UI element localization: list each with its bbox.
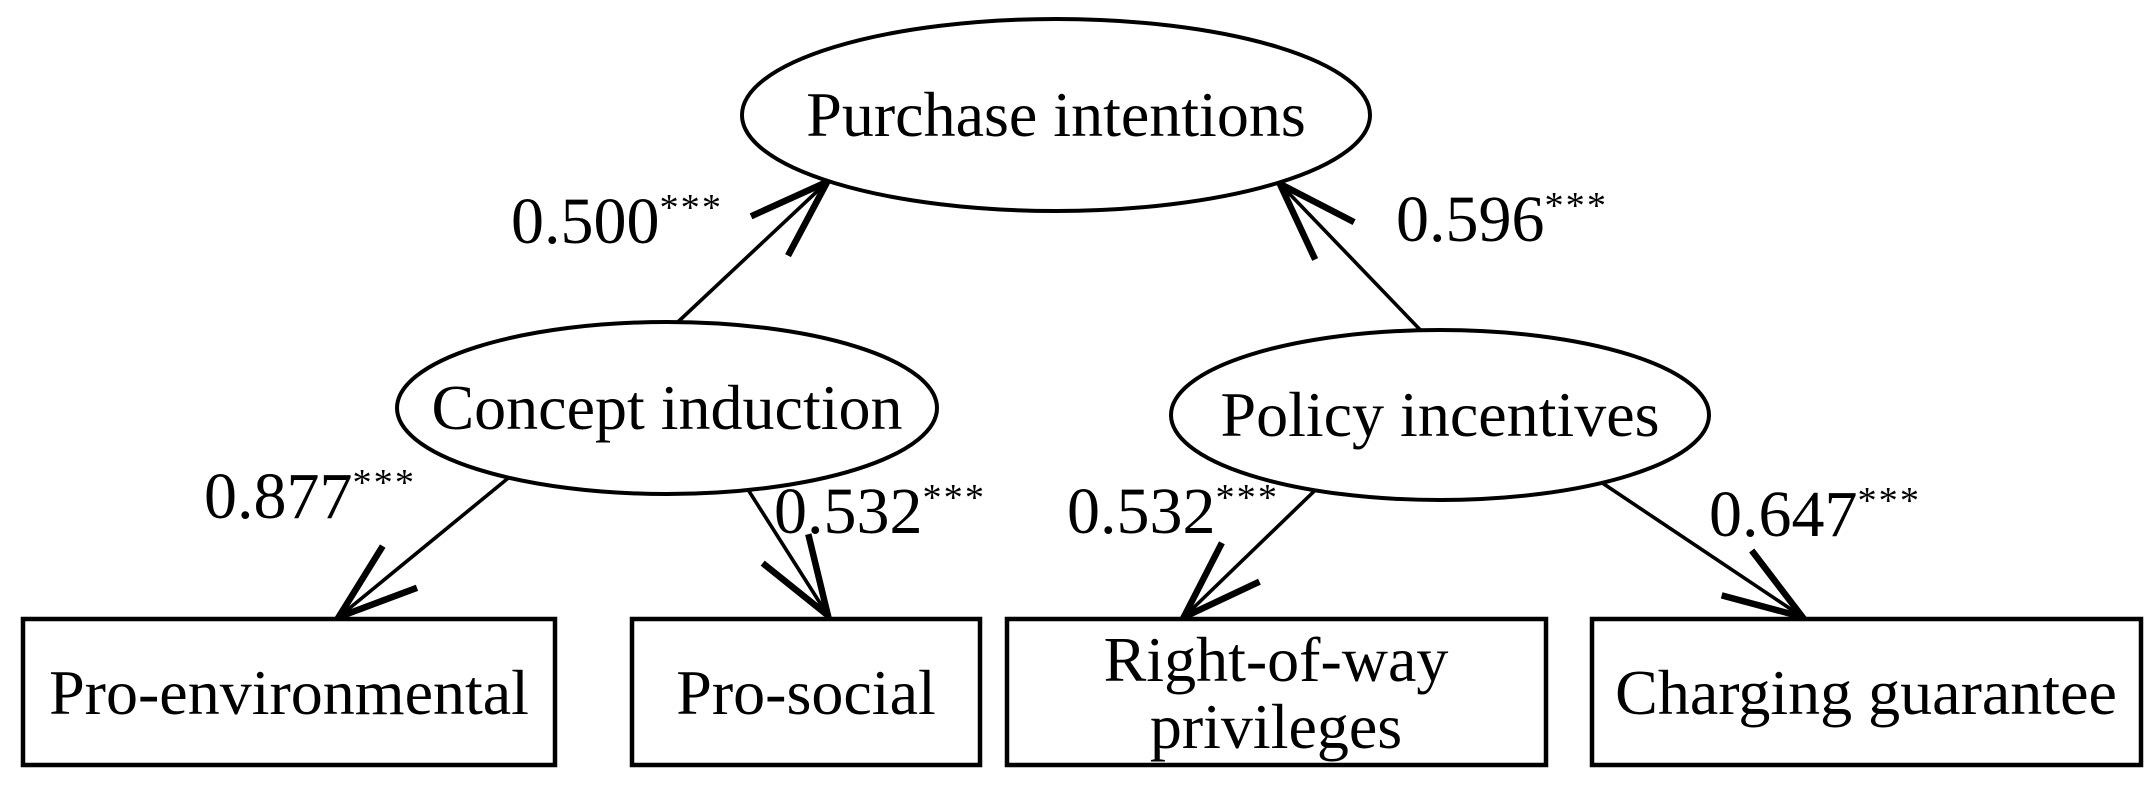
node-label-pro-environmental: Pro-environmental (49, 657, 529, 728)
coef-label-policy-to-charging: 0.647*** (1709, 482, 1921, 548)
coefficient-value: 0.532 (774, 475, 923, 548)
coefficient-value: 0.500 (511, 185, 660, 258)
node-label-right-of-way-privileges: Right-of-way privileges (1103, 623, 1449, 762)
arrow-policy-to-charging (1566, 458, 1801, 616)
right-of-way-privileges-box (1004, 616, 1549, 768)
concept-induction-ellipse (395, 320, 939, 496)
charging-guarantee-box (1589, 616, 2144, 768)
node-label-pro-social: Pro-social (676, 657, 936, 728)
significance-stars: *** (1544, 185, 1608, 227)
coefficient-value: 0.877 (204, 460, 353, 533)
arrow-concept-to-purchase (662, 183, 826, 337)
arrow-policy-to-purchase (1281, 185, 1432, 342)
node-label-concept-induction: Concept induction (431, 372, 903, 443)
node-label-purchase-intentions: Purchase intentions (806, 79, 1306, 150)
significance-stars: *** (1215, 477, 1279, 519)
coef-label-concept-to-pro-environmental: 0.877*** (204, 464, 416, 530)
significance-stars: *** (1857, 480, 1921, 522)
purchase-intentions-ellipse (740, 17, 1372, 213)
significance-stars: *** (659, 187, 723, 229)
pro-environmental-box (20, 616, 558, 768)
coefficient-value: 0.596 (1396, 183, 1545, 256)
coef-label-concept-to-pro-social: 0.532*** (774, 479, 986, 545)
pro-social-box (629, 616, 983, 768)
node-label-policy-incentives: Policy incentives (1220, 379, 1660, 450)
coef-label-policy-to-purchase: 0.596*** (1396, 187, 1608, 253)
arrow-policy-to-right-of-way (1185, 471, 1335, 616)
coef-label-concept-to-purchase: 0.500*** (511, 189, 723, 255)
significance-stars: *** (922, 477, 986, 519)
significance-stars: *** (352, 462, 416, 504)
coef-label-policy-to-right-of-way: 0.532*** (1067, 479, 1279, 545)
coefficient-value: 0.532 (1067, 475, 1216, 548)
node-label-charging-guarantee: Charging guarantee (1615, 657, 2117, 728)
policy-incentives-ellipse (1169, 328, 1711, 502)
coefficient-value: 0.647 (1709, 478, 1858, 551)
arrow-concept-to-pro-environmental (340, 450, 542, 616)
